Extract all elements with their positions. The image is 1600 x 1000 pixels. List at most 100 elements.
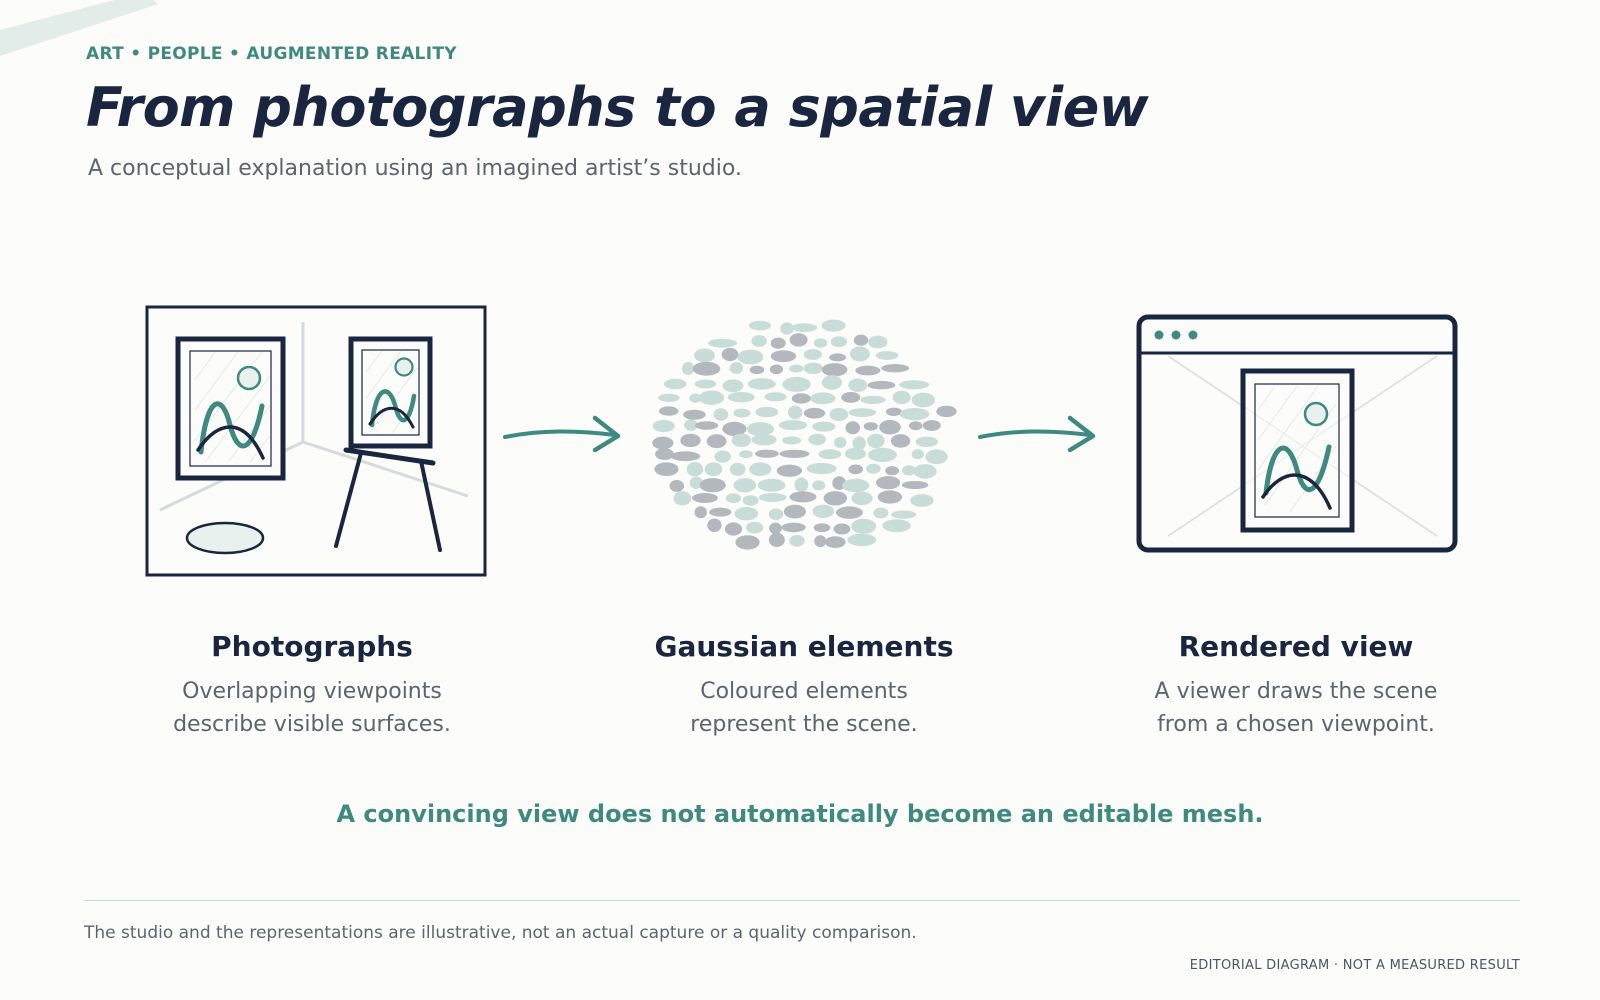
stage-photographs: Photographs Overlapping viewpoints descr…	[92, 630, 532, 741]
gaussian-element	[681, 362, 695, 375]
gaussian-element	[803, 349, 822, 360]
gaussian-element	[722, 421, 747, 436]
gaussian-element	[724, 522, 743, 536]
gaussian-element	[791, 393, 811, 404]
gaussian-element	[899, 408, 930, 421]
gaussian-element	[812, 480, 826, 491]
gaussian-element	[925, 449, 948, 465]
gaussian-element	[812, 421, 836, 432]
gaussian-element	[808, 433, 826, 446]
gaussian-element	[788, 405, 803, 420]
gaussian-element	[876, 476, 901, 490]
gaussian-element	[913, 464, 937, 479]
gaussian-element	[706, 434, 727, 449]
gaussian-element	[867, 380, 896, 390]
gaussian-element	[779, 449, 810, 458]
gaussian-element	[768, 532, 785, 548]
window-dot	[1188, 330, 1198, 340]
gaussian-element	[698, 390, 725, 405]
gaussian-element	[836, 506, 863, 519]
gaussian-element	[694, 379, 717, 389]
gaussian-element	[821, 375, 842, 390]
gaussian-element	[708, 338, 737, 348]
gaussian-element	[781, 522, 806, 533]
gaussian-element	[803, 362, 823, 374]
diagram-credit: EDITORIAL DIAGRAM · NOT A MEASURED RESUL…	[1189, 958, 1520, 973]
gaussian-element	[673, 491, 692, 506]
stage-description: A viewer draws the scene from a chosen v…	[1154, 679, 1438, 737]
gaussian-element	[778, 420, 808, 431]
gaussian-element	[842, 478, 870, 493]
gaussian-element	[692, 493, 718, 503]
gaussian-element	[881, 364, 910, 373]
footnote: The studio and the representations are i…	[84, 923, 917, 943]
gaussian-element	[684, 419, 698, 431]
gaussian-element	[867, 433, 885, 449]
stage-description: Overlapping viewpoints describe visible …	[173, 679, 451, 737]
gaussian-element	[734, 507, 759, 521]
gaussian-element	[769, 364, 784, 375]
arrow-right-icon	[978, 415, 1096, 453]
gaussian-element	[751, 434, 777, 446]
gaussian-element	[722, 379, 744, 393]
gaussian-element	[909, 421, 923, 431]
gaussian-element	[735, 535, 760, 550]
gaussian-element	[879, 419, 901, 435]
gaussian-element	[768, 508, 784, 521]
window-dot	[1171, 330, 1181, 340]
gaussian-element	[739, 450, 753, 459]
gaussian-element	[689, 476, 703, 489]
stage-title: Rendered view	[1178, 630, 1414, 663]
gaussian-element	[780, 322, 794, 335]
gaussian-element	[725, 493, 742, 504]
gaussian-element	[695, 421, 719, 430]
gaussian-element	[733, 408, 751, 418]
gaussian-element	[699, 478, 726, 493]
gaussian-element	[885, 466, 899, 476]
gaussian-element	[669, 480, 685, 492]
gaussian-element	[659, 406, 679, 416]
gaussian-element	[853, 334, 869, 346]
gaussian-element	[823, 491, 848, 506]
gaussian-element	[731, 433, 752, 447]
gaussian-element	[821, 363, 848, 377]
gaussian-element	[877, 490, 903, 504]
gaussian-element	[891, 510, 917, 519]
gaussian-element	[860, 395, 886, 404]
gaussian-element	[670, 451, 701, 462]
gaussian-element	[848, 408, 877, 417]
gaussian-element	[692, 361, 721, 376]
gaussian-element	[721, 347, 739, 362]
gaussian-element	[873, 507, 889, 519]
gaussian-element	[813, 338, 828, 348]
gaussian-element	[758, 493, 787, 502]
gaussian-element	[821, 319, 846, 332]
gaussian-element	[655, 448, 674, 460]
window-dot	[1154, 330, 1164, 340]
gaussian-element	[834, 437, 847, 448]
gaussian-element	[813, 523, 831, 533]
gaussian-element	[911, 449, 924, 460]
gaussian-element	[855, 365, 881, 376]
gaussian-element	[849, 346, 870, 362]
gaussian-element	[707, 518, 722, 533]
gaussian-element	[922, 420, 941, 431]
gaussian-element	[847, 533, 877, 547]
gaussian-element	[818, 449, 842, 460]
gaussian-element	[890, 434, 911, 448]
gaussian-element	[709, 507, 732, 517]
gaussian-element	[769, 522, 782, 534]
gaussian-element	[814, 535, 827, 548]
gaussian-element	[911, 392, 935, 408]
gaussian-element	[830, 336, 848, 348]
stage-rendered-view: Rendered view A viewer draws the scene f…	[1076, 630, 1516, 741]
gaussian-element	[782, 436, 802, 445]
gaussian-element	[789, 333, 808, 347]
gaussian-element	[714, 450, 731, 463]
gaussian-element	[749, 365, 765, 375]
gaussian-element	[875, 351, 899, 360]
gaussian-element	[770, 337, 786, 349]
gaussian-element	[729, 462, 746, 476]
gaussian-element	[794, 477, 809, 493]
gaussian-element	[747, 378, 776, 390]
